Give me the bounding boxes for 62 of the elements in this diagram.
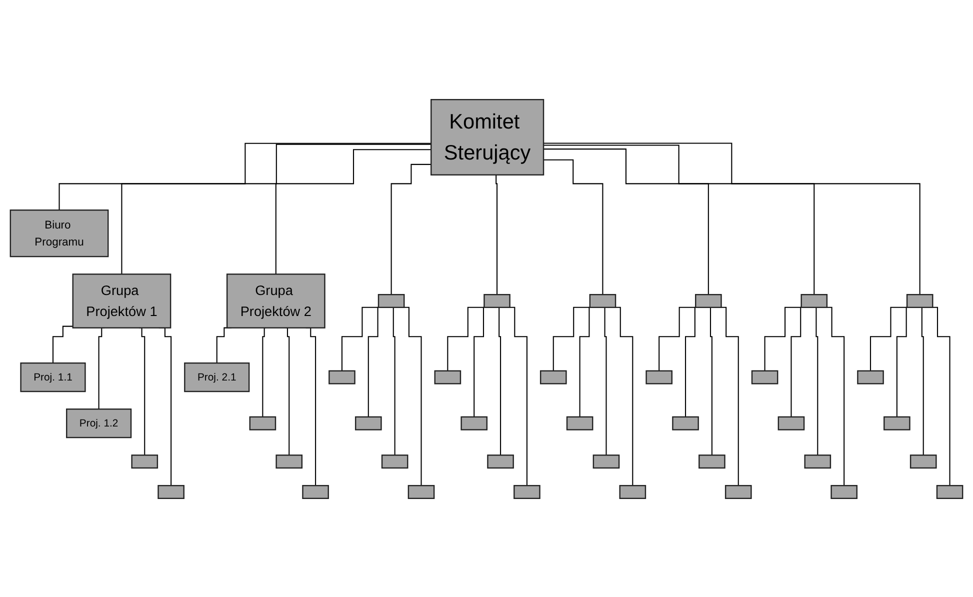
connector xyxy=(98,326,104,410)
node-box xyxy=(698,454,726,468)
connector xyxy=(286,326,290,456)
node-box xyxy=(804,454,832,468)
node-box xyxy=(484,294,510,308)
node-box xyxy=(672,416,699,430)
node-box: Biuro Programu xyxy=(10,209,109,257)
node-box xyxy=(589,294,616,308)
node-box xyxy=(328,370,356,384)
connector xyxy=(603,306,607,456)
node-box: Proj. 1.2 xyxy=(66,408,132,438)
connector xyxy=(392,306,396,456)
node-box xyxy=(830,484,858,498)
node-box xyxy=(695,294,722,308)
node-box xyxy=(276,454,303,468)
node-box xyxy=(619,484,646,498)
node-box: Proj. 2.1 xyxy=(184,362,250,392)
connector xyxy=(544,148,709,295)
connector xyxy=(52,325,73,364)
node-box: Grupa Projektów 2 xyxy=(226,273,326,328)
connector xyxy=(814,306,818,456)
connector xyxy=(498,306,502,456)
node-box xyxy=(514,484,540,498)
node-box xyxy=(646,370,672,384)
connector xyxy=(544,158,604,295)
connector xyxy=(494,174,498,295)
node-box xyxy=(158,484,184,498)
connector xyxy=(262,326,266,417)
connector xyxy=(275,148,432,274)
node-box xyxy=(592,454,620,468)
node-box xyxy=(751,370,778,384)
node-box xyxy=(778,416,805,430)
connector xyxy=(121,143,432,274)
node-box xyxy=(487,454,514,468)
node-box xyxy=(302,484,329,498)
node-box xyxy=(131,454,158,468)
node-box xyxy=(354,416,382,430)
node-box xyxy=(857,370,884,384)
node-box xyxy=(381,454,408,468)
node-box xyxy=(724,484,752,498)
node-box xyxy=(434,370,462,384)
node-box: Komitet Sterujący xyxy=(430,98,544,175)
node-box xyxy=(249,416,276,430)
node-box xyxy=(800,294,828,308)
node-box xyxy=(884,416,910,430)
node-box xyxy=(936,484,964,498)
connector xyxy=(544,144,815,295)
connector xyxy=(544,142,920,295)
node-box xyxy=(378,294,405,308)
connector xyxy=(138,326,146,456)
connector xyxy=(58,142,432,210)
connector xyxy=(390,163,432,295)
node-box xyxy=(910,454,937,468)
node-box xyxy=(540,370,567,384)
node-box xyxy=(460,416,488,430)
node-box: Grupa Projektów 1 xyxy=(72,273,172,328)
node-box: Proj. 1.1 xyxy=(20,362,86,392)
connector xyxy=(920,306,924,456)
connector xyxy=(709,306,712,456)
node-box xyxy=(906,294,934,308)
node-box xyxy=(408,484,435,498)
node-box xyxy=(566,416,594,430)
